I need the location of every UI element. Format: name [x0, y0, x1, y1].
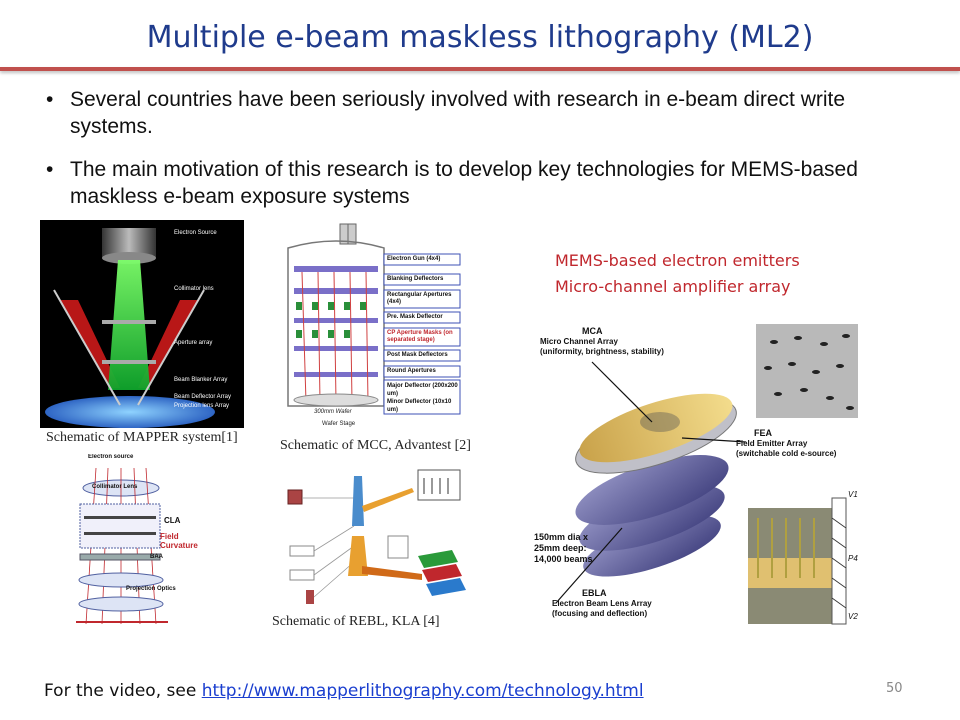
mcc-label: Minor Deflector (10x10 um) — [387, 399, 452, 413]
mcc-label: Round Apertures — [387, 368, 436, 374]
ebla-desc: Electron Beam Lens Array (focusing and d… — [552, 599, 652, 619]
v-label: V2 — [848, 612, 858, 621]
mapper-label: Electron Source — [174, 230, 217, 236]
footer: For the video, see http://www.mapperlith… — [44, 681, 644, 701]
note-line: Micro-channel amplifier array — [555, 277, 791, 296]
mcc-caption: Schematic of MCC, Advantest [2] — [280, 438, 471, 453]
bullet-item: Several countries have been seriously in… — [46, 86, 926, 140]
cla-label: Projection Optics — [126, 586, 176, 592]
emitter-notes: MEMS-based electron emitters Micro-chann… — [555, 248, 800, 300]
mapper-drawing — [40, 220, 244, 428]
mapper-label: Beam Deflector Array — [174, 394, 232, 400]
fea-line: Field Emitter Array — [736, 439, 808, 448]
cla-label: CLA — [164, 516, 181, 525]
mcc-stage-label: Wafer Stage — [322, 421, 356, 427]
mapper-schematic: Electron Source Collimator lens Aperture… — [40, 220, 244, 428]
mcc-label: Electron Gun (4x4) — [387, 256, 441, 262]
note-line: MEMS-based electron emitters — [555, 251, 800, 270]
mca-desc: Micro Channel Array (uniformity, brightn… — [540, 337, 664, 357]
mapper-label: Collimator lens — [174, 286, 214, 292]
title-divider — [0, 67, 960, 71]
mcc-label: CP Aperture Masks (on separated stage) — [387, 330, 453, 343]
mapper-caption: Schematic of MAPPER system[1] — [46, 430, 238, 445]
slide-title: Multiple e-beam maskless lithography (ML… — [146, 20, 814, 55]
mapper-label: Projection lens Array — [174, 403, 230, 409]
mca-fea-ebla-diagram: MCA Micro Channel Array (uniformity, bri… — [532, 318, 862, 628]
rebl-schematic — [282, 466, 468, 612]
mcc-schematic: Electron Gun (4x4) Blanking Deflectors R… — [282, 222, 464, 434]
mca-line: Micro Channel Array — [540, 337, 618, 346]
mapper-label: Beam Blanker Array — [174, 377, 228, 383]
fea-title: FEA — [754, 428, 772, 438]
ebla-title: EBLA — [582, 588, 607, 598]
video-link[interactable]: http://www.mapperlithography.com/technol… — [201, 681, 644, 701]
dim-line: 150mm dia x — [534, 532, 589, 542]
fea-line: (switchable cold e-source) — [736, 449, 837, 458]
bullet-item: The main motivation of this research is … — [46, 156, 926, 210]
v-label: P4 — [848, 554, 858, 563]
mcc-label: Pre. Mask Deflector — [387, 314, 443, 320]
mca-line: (uniformity, brightness, stability) — [540, 347, 664, 356]
cla-label: Field Curvature — [160, 532, 198, 550]
mapper-label: Aperture array — [174, 340, 213, 346]
bullet-list: Several countries have been seriously in… — [46, 86, 926, 226]
mcc-label: Blanking Deflectors — [387, 276, 444, 282]
cla-label: BAA — [150, 554, 163, 560]
v-label: V1 — [848, 490, 858, 499]
footer-prefix: For the video, see — [44, 681, 202, 701]
ebla-line: Electron Beam Lens Array — [552, 599, 652, 608]
cla-label: Electron source — [88, 454, 134, 460]
mca-title: MCA — [582, 326, 603, 336]
dim-line: 25mm deep: — [534, 543, 587, 553]
cla-schematic: Electron source Collimator Lens CLA Fiel… — [56, 454, 206, 630]
fea-desc: Field Emitter Array (switchable cold e-s… — [736, 439, 836, 459]
beam-dimensions: 150mm dia x 25mm deep: 14,000 beams — [534, 532, 593, 565]
rebl-caption: Schematic of REBL, KLA [4] — [272, 614, 440, 629]
mcc-label: Major Deflector (200x200 um) — [387, 383, 458, 397]
mca-drawing — [555, 324, 858, 625]
page-number: 50 — [886, 681, 903, 696]
rebl-drawing — [287, 469, 466, 604]
mcc-label: Rectangular Apertures (4x4) — [387, 292, 452, 305]
cla-label: Collimator Lens — [92, 484, 138, 490]
dim-line: 14,000 beams — [534, 554, 593, 564]
ebla-line: (focusing and deflection) — [552, 609, 648, 618]
mcc-wafer-label: 300mm Wafer — [314, 409, 352, 415]
mcc-label: Post Mask Deflectors — [387, 352, 448, 358]
mcc-drawing — [287, 223, 461, 415]
cla-drawing — [76, 467, 168, 625]
